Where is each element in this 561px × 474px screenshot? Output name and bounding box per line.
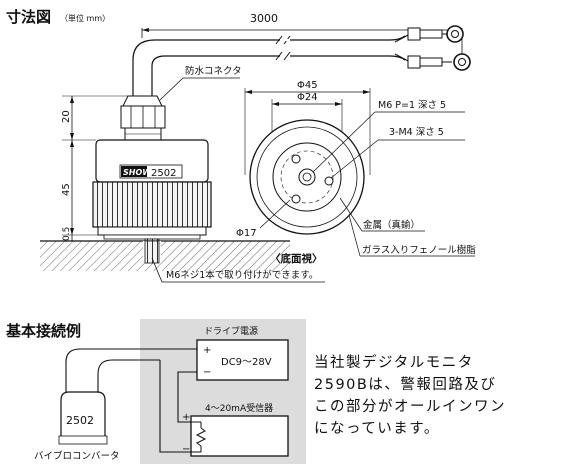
connector-label: 防水コネクタ — [185, 65, 242, 77]
note-line: になっています。 — [314, 421, 440, 437]
monitor-note: 当社製デジタルモニタ 2590Bは、警報回路及び この部分がオールインワン にな… — [314, 352, 554, 440]
receiver-title: 4～20mA受信器 — [205, 402, 273, 414]
model-label: 2502 — [151, 168, 176, 179]
metal-label: 金属（真鍮） — [363, 219, 420, 231]
sensor-name-label: バイブロコンバータ — [34, 450, 120, 462]
phi17-label: Φ17 — [236, 228, 257, 239]
screw-callout: M6ネジ1本で取り付けができます。 — [151, 257, 325, 283]
vibro-converter: 2502 バイブロコンバータ — [34, 391, 120, 462]
cable — [132, 33, 411, 96]
connector-callout: 防水コネクタ — [159, 65, 242, 101]
brand-label: SHOWA — [123, 168, 157, 177]
bottom-view-label: 〈底面視〉 — [270, 252, 323, 265]
thread-label: M6 P=1 深さ 5 — [378, 100, 446, 111]
receiver-plus: + — [182, 412, 190, 423]
note-line: この部分がオールインワン — [314, 399, 506, 415]
waterproof-connector — [120, 95, 166, 141]
dimension-title: 寸法図 — [6, 8, 51, 26]
holes-label: 3-M4 深さ 5 — [389, 127, 444, 138]
power-plus: + — [203, 345, 211, 356]
wiring-lines — [65, 348, 197, 453]
receiver: 4～20mA受信器 + − — [182, 402, 289, 457]
phi24-label: Φ24 — [297, 92, 318, 103]
vertical-dimensions: 20 45 0.5 — [61, 95, 128, 242]
dim-45-label: 45 — [61, 183, 72, 196]
dim-05-label: 0.5 — [62, 227, 72, 241]
unit-label: （単位 mm） — [60, 13, 110, 23]
mounting-surface — [40, 240, 290, 271]
power-supply-title: ドライブ電源 — [204, 325, 258, 337]
terminal-upper — [407, 25, 464, 43]
phi45-label: Φ45 — [297, 80, 318, 91]
cable-length-label: 3000 — [250, 12, 278, 25]
receiver-minus: − — [182, 444, 190, 455]
screw-note: M6ネジ1本で取り付けができます。 — [166, 269, 318, 281]
note-line: 2590Bは、警報回路及び — [314, 377, 497, 393]
sensor-model-label: 2502 — [66, 414, 94, 427]
note-line: 当社製デジタルモニタ — [314, 355, 474, 371]
bottom-view: Φ45 Φ24 M6 P=1 深さ 5 3-M4 深さ 5 Φ17 〈底面視〉 … — [236, 80, 476, 265]
terminal-lower — [407, 53, 471, 71]
voltage-label: DC9～28V — [221, 357, 272, 368]
wiring-title: 基本接続例 — [5, 322, 81, 340]
resin-label: ガラス入りフェノール樹脂 — [362, 244, 476, 256]
dim-20-label: 20 — [61, 110, 72, 123]
power-minus: − — [203, 367, 211, 378]
power-supply: ドライブ電源 + − DC9～28V — [196, 325, 289, 381]
